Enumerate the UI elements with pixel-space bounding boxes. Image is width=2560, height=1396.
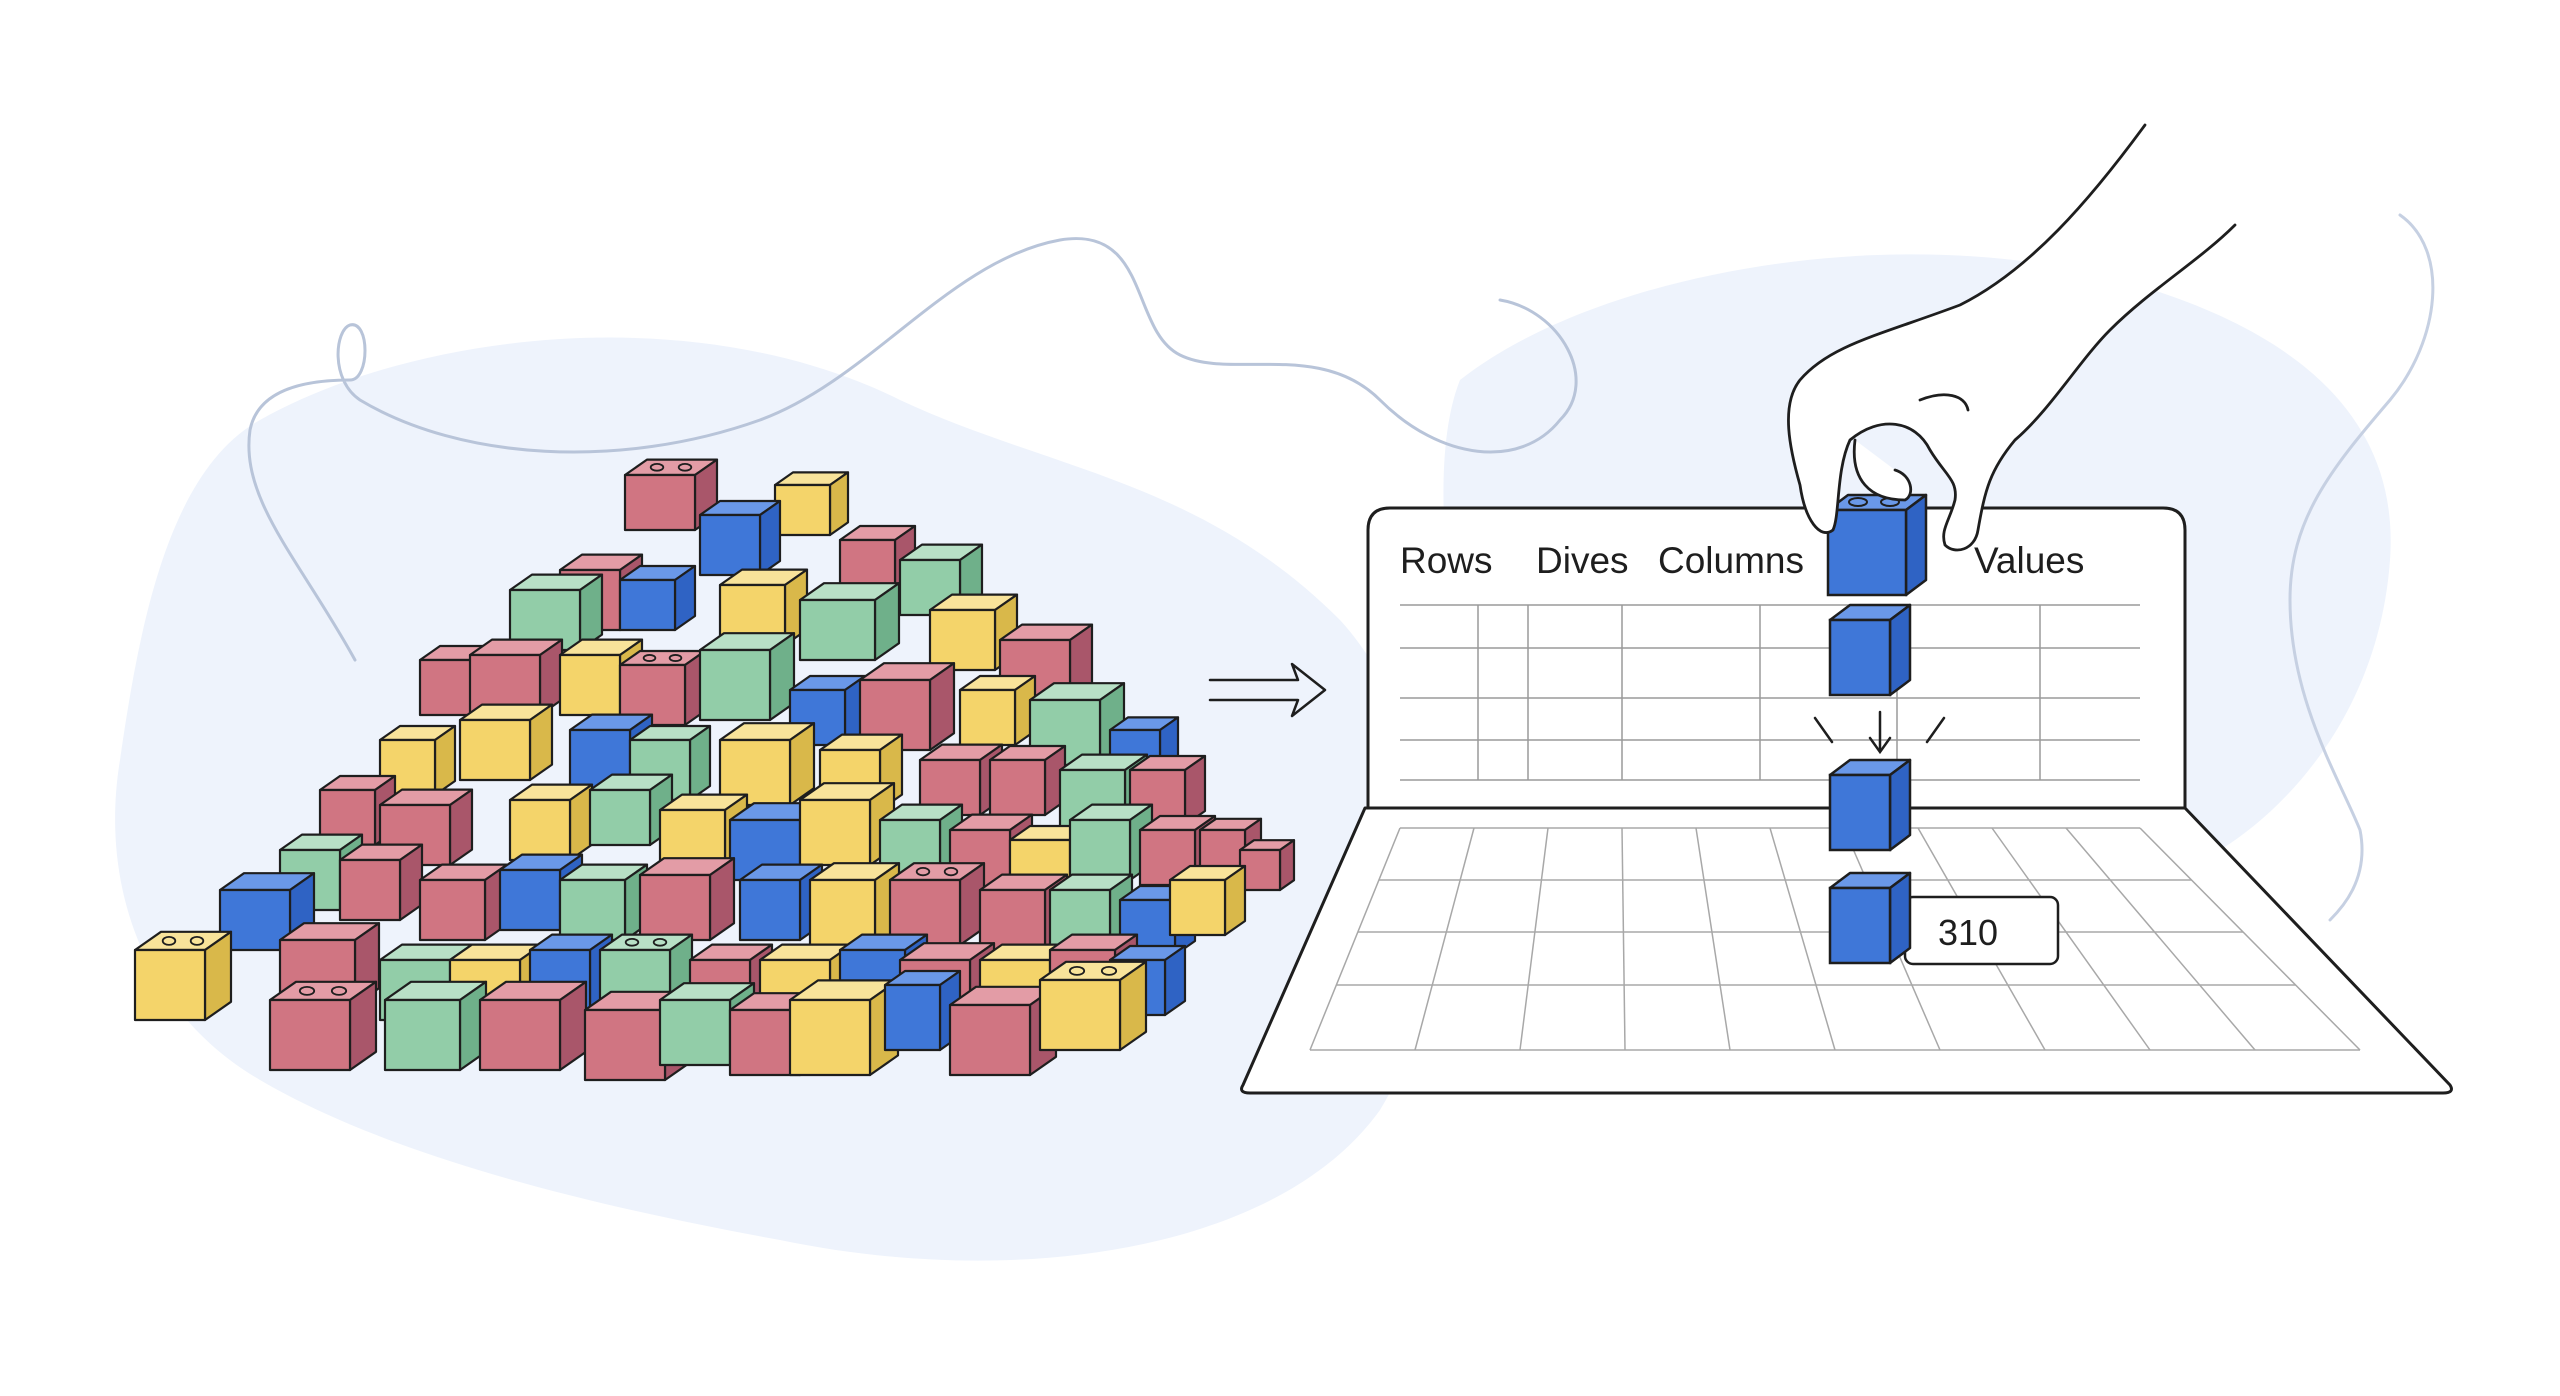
pink-brick bbox=[1128, 754, 1207, 827]
pivot-panel bbox=[1366, 506, 2187, 808]
value-cell-text: 310 bbox=[1938, 912, 1998, 953]
pink-brick bbox=[1238, 839, 1296, 892]
pink-brick bbox=[268, 980, 378, 1072]
yellow-brick bbox=[133, 930, 233, 1022]
blue-brick bbox=[1828, 603, 1912, 697]
header-values: Values bbox=[1974, 540, 2084, 581]
yellow-brick bbox=[718, 722, 816, 807]
pink-brick bbox=[638, 857, 736, 942]
yellow-brick bbox=[1168, 864, 1247, 937]
down-arrow-icon bbox=[1813, 710, 1946, 755]
decorative-string bbox=[2288, 213, 2435, 922]
base-grid bbox=[1309, 827, 2361, 1051]
yellow-brick bbox=[1038, 960, 1148, 1052]
pink-brick bbox=[988, 744, 1067, 817]
green-brick bbox=[698, 632, 796, 722]
blue-brick bbox=[1828, 871, 1912, 965]
decorative-string bbox=[247, 237, 1578, 662]
green-brick bbox=[798, 582, 901, 662]
yellow-brick bbox=[788, 979, 900, 1077]
yellow-brick bbox=[798, 782, 896, 867]
yellow-brick bbox=[773, 471, 850, 537]
pink-brick bbox=[888, 862, 986, 947]
yellow-brick bbox=[808, 862, 901, 947]
arrow-right-icon bbox=[1208, 662, 1327, 718]
yellow-brick bbox=[508, 783, 594, 862]
blue-brick bbox=[883, 969, 962, 1052]
header-columns: Columns bbox=[1658, 540, 1804, 581]
brick-pile bbox=[133, 458, 1296, 1082]
pink-brick bbox=[338, 843, 424, 922]
blue-brick bbox=[1828, 758, 1912, 852]
green-brick bbox=[558, 863, 649, 942]
blue-brick bbox=[698, 499, 782, 577]
pink-brick bbox=[418, 863, 509, 942]
green-brick bbox=[383, 980, 488, 1072]
yellow-brick bbox=[958, 674, 1037, 747]
header-rows: Rows bbox=[1400, 540, 1493, 581]
hand-icon bbox=[1787, 123, 2237, 552]
pink-brick bbox=[478, 980, 588, 1072]
blue-brick bbox=[618, 564, 697, 632]
green-brick bbox=[1068, 803, 1154, 882]
yellow-brick bbox=[458, 703, 554, 782]
held-blue-brick bbox=[1826, 493, 1928, 597]
header-dives: Dives bbox=[1536, 540, 1629, 581]
